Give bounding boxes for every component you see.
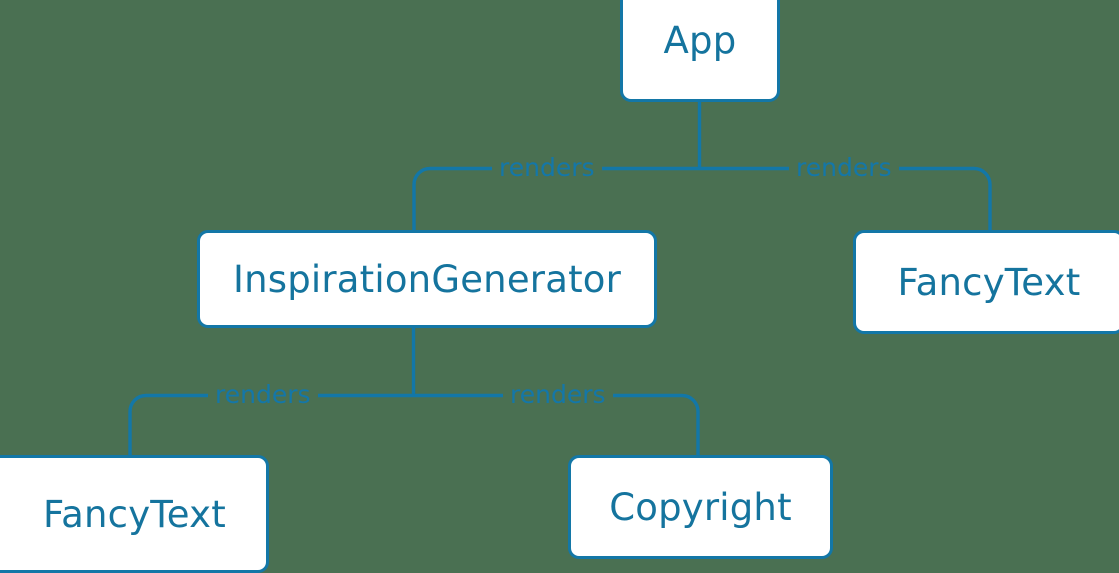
edge-label-inspiration-generator-to-copyright: renders <box>503 382 613 407</box>
node-fancytext-right[interactable]: FancyText <box>853 230 1119 334</box>
node-inspiration-generator-label: InspirationGenerator <box>232 257 622 301</box>
edge-label-app-to-inspiration-generator: renders <box>492 155 602 180</box>
node-fancytext-right-label: FancyText <box>897 260 1081 304</box>
node-fancytext-bottom-left-label: FancyText <box>43 492 226 536</box>
node-copyright-label: Copyright <box>609 485 792 529</box>
edge-label-inspiration-generator-to-fancytext-left: renders <box>208 382 318 407</box>
node-fancytext-bottom-left[interactable]: FancyText <box>0 455 269 573</box>
edge-label-app-to-fancytext-right: renders <box>789 155 899 180</box>
node-copyright[interactable]: Copyright <box>568 455 833 559</box>
node-app[interactable]: App <box>620 0 780 102</box>
node-app-label: App <box>663 18 737 62</box>
node-inspiration-generator[interactable]: InspirationGenerator <box>197 230 657 328</box>
